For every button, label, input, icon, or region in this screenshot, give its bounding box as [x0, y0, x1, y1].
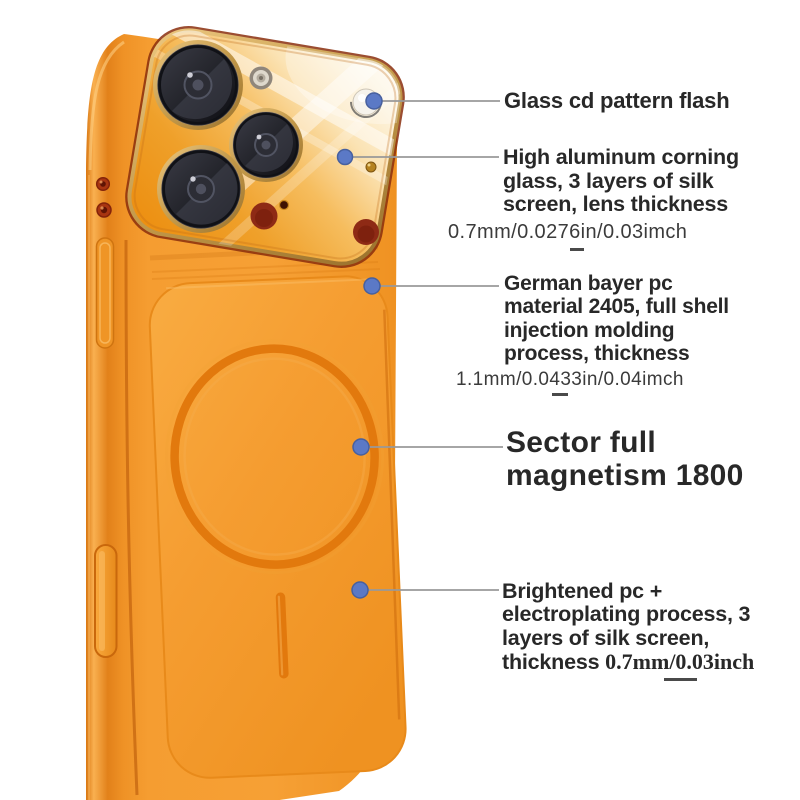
annotation-bayer-pc-material: German bayer pc material 2405, full shel…	[504, 272, 729, 366]
measure-underline	[664, 678, 697, 681]
annotation-title-line: German bayer pc	[504, 272, 673, 295]
back-panel-group	[148, 275, 407, 779]
measure-underline	[570, 248, 584, 251]
callout-dot-4	[352, 438, 370, 456]
annotation-title-line: screen, lens thickness	[503, 192, 729, 216]
power-button	[94, 544, 118, 658]
sensor-gold-glint	[367, 163, 371, 167]
glass-inner-line	[133, 34, 397, 260]
annotation-title-line: injection molding	[504, 318, 675, 342]
magsafe-ring-shadow	[165, 339, 385, 575]
magsafe-ring	[170, 344, 379, 569]
microphone-hole	[278, 199, 290, 211]
lens-top-left	[153, 40, 243, 130]
rib-line	[151, 268, 381, 280]
annotation-title-line: process, thickness	[504, 342, 690, 366]
callout-dot-2	[336, 148, 354, 166]
mute-switch-dot-2	[96, 202, 112, 218]
annotation-sector-magnetism: Sector full magnetism 1800	[506, 426, 744, 492]
lens-thickness-value: 0.7mm/0.0276in/0.03imch	[448, 221, 688, 243]
shell-thickness-value: 1.1mm/0.0433in/0.04imch	[456, 369, 684, 390]
case-thickness-value: 0.7mm/0.03inch	[605, 649, 755, 675]
annotation-title: Glass cd pattern flash	[504, 88, 730, 113]
annotation-title-line: glass, 3 layers of silk	[503, 168, 714, 193]
annotation-brightened-pc: Brightened pc + electroplating process, …	[502, 579, 754, 675]
annotation-title-line: High aluminum corning	[503, 145, 739, 169]
mute-switch-dot	[95, 176, 111, 192]
annotation-title-line: material 2405, full shell	[504, 295, 729, 319]
annotation-title-line-mixed: thickness 0.7mm/0.03inch	[502, 650, 754, 674]
flash-lens	[249, 66, 273, 90]
alignment-bar-highlight	[277, 595, 284, 676]
side-buttons	[94, 176, 118, 658]
callout-markers	[336, 92, 503, 599]
measure-underline	[552, 393, 568, 396]
panel-top-highlight	[166, 278, 371, 290]
camera-lenses	[153, 40, 382, 245]
annotation-title-line: magnetism 1800	[506, 459, 744, 492]
annotation-title-line: electroplating process, 3	[502, 602, 751, 627]
callout-dot-5	[351, 581, 369, 599]
panel-right-seam	[383, 309, 401, 720]
edge-highlight	[88, 40, 125, 171]
lens-middle	[229, 108, 303, 182]
annotation-corning-glass: High aluminum corning glass, 3 layers of…	[503, 145, 739, 217]
annotation-title-line: layers of silk screen,	[502, 625, 710, 650]
back-panel	[148, 275, 407, 779]
annotation-glass-cd-pattern: Glass cd pattern flash	[504, 88, 730, 113]
sensor-gold-dot	[365, 161, 377, 173]
sensor-maroon-right	[353, 219, 379, 245]
lens-bottom-left	[157, 145, 245, 233]
sensor-maroon-center	[250, 202, 278, 230]
annotation-title-line: Brightened pc +	[502, 579, 663, 603]
volume-button-slot	[95, 237, 115, 349]
side-seam	[124, 239, 139, 796]
callout-dot-1	[365, 92, 383, 110]
camera-module-edge	[125, 26, 405, 268]
thickness-label: thickness	[502, 650, 600, 675]
callout-dot-3	[363, 277, 381, 295]
annotation-title-line: Sector full	[506, 426, 656, 459]
